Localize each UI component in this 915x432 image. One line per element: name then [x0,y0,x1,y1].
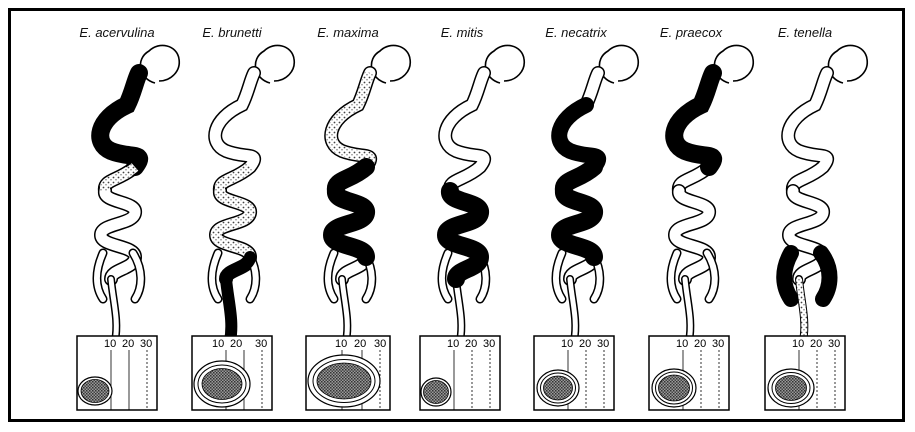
tick-30: 30 [374,338,386,350]
figure-artwork: 10 20 30 10 20 30 [11,11,908,425]
tick-10: 10 [676,338,688,350]
tick-30: 30 [483,338,495,350]
oocyst-box-maxima: 10 20 30 [306,336,390,410]
oocyst-box-brunetti: 10 20 30 [192,336,272,410]
tick-10: 10 [561,338,573,350]
figure-frame: E. acervulina E. brunetti E. maxima E. m… [8,8,905,422]
tick-30: 30 [712,338,724,350]
tick-20: 20 [465,338,477,350]
oocyst-box-mitis: 10 20 30 [420,336,500,410]
tick-30: 30 [255,338,267,350]
oocyst-box-necatrix: 10 20 30 [534,336,614,410]
tick-20: 20 [694,338,706,350]
tick-30: 30 [140,338,152,350]
oocyst-boxes: 10 20 30 10 20 30 [77,336,845,410]
tick-20: 20 [122,338,134,350]
oocyst-box-acervulina: 10 20 30 [77,336,157,410]
gut-diagram-brunetti [212,45,294,341]
tick-30: 30 [828,338,840,350]
tick-20: 20 [354,338,366,350]
gut-diagram-necatrix [556,45,638,341]
tick-10: 10 [212,338,224,350]
tick-10: 10 [447,338,459,350]
tick-10: 10 [792,338,804,350]
gut-diagram-mitis [442,45,524,341]
oocyst-box-praecox: 10 20 30 [649,336,729,410]
tick-20: 20 [230,338,242,350]
tick-10: 10 [335,338,347,350]
gut-diagram-praecox [671,45,753,341]
oocyst-box-tenella: 10 20 30 [765,336,845,410]
tick-20: 20 [810,338,822,350]
gut-diagram-acervulina [97,45,179,341]
tick-10: 10 [104,338,116,350]
gut-diagram-maxima [328,45,410,341]
tick-20: 20 [579,338,591,350]
gut-diagram-tenella [784,45,867,341]
tick-30: 30 [597,338,609,350]
